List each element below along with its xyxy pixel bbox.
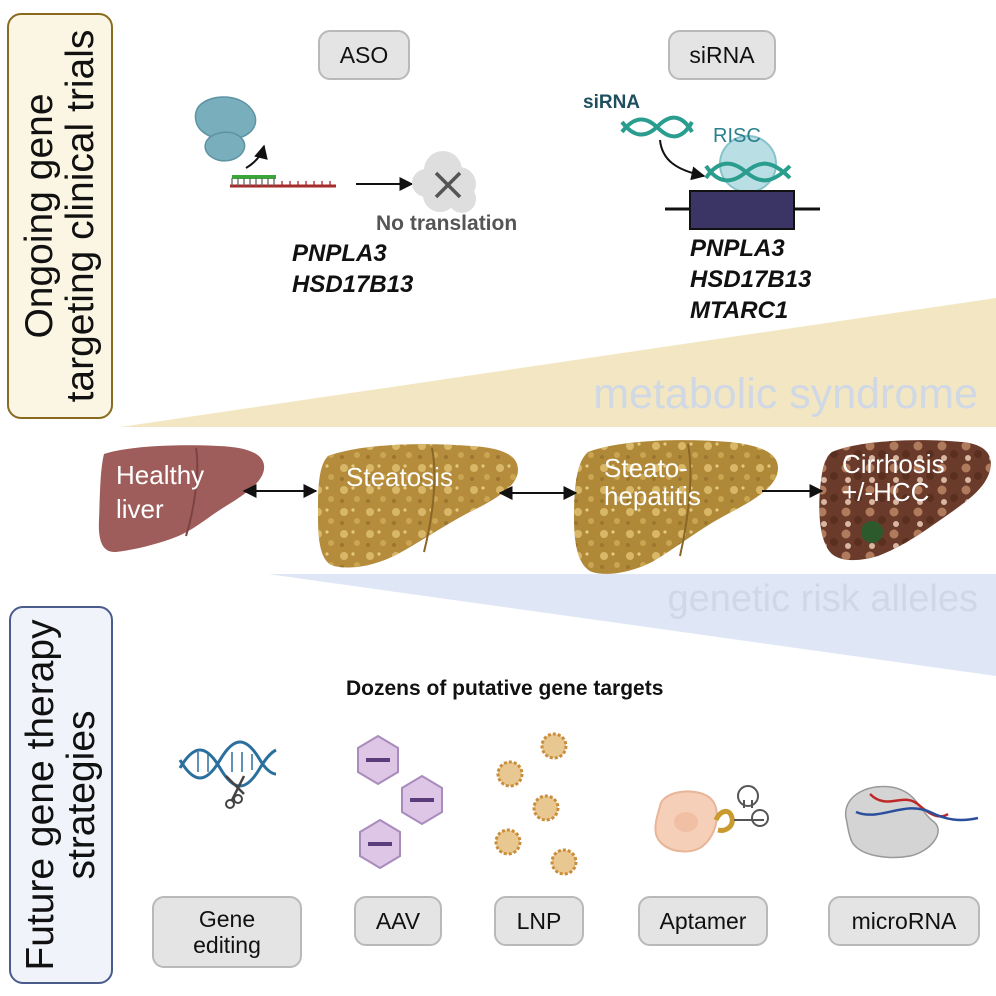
strategy-aptamer-pill: Aptamer — [638, 896, 768, 946]
sirna-strand-label: siRNA — [583, 92, 641, 113]
cirrhosis-liver-icon — [819, 440, 991, 561]
metabolic-syndrome-wedge — [120, 298, 996, 427]
sirna-pill: siRNA — [668, 30, 776, 80]
strategy-microrna-pill: microRNA — [828, 896, 980, 946]
strategy-gene-editing-pill: Gene editing — [152, 896, 302, 968]
stage-steatohepatitis-line1: Steato- — [604, 453, 688, 483]
sirna-strand-icon — [620, 115, 694, 139]
lipid-nanoparticle-icon — [494, 732, 578, 876]
stage-steatosis-line1: Steatosis — [346, 462, 453, 492]
healthy-liver-icon — [98, 445, 265, 553]
future-strategies-panel-label: Future gene therapy strategies — [9, 606, 113, 984]
stage-cirrhosis-line2: +/-HCC — [842, 477, 930, 507]
sirna-gene-mtarc1: MTARC1 — [690, 297, 789, 324]
aptamer-cell-icon — [654, 785, 769, 853]
target-mrna-icon — [665, 190, 820, 230]
mrna-aso-duplex-icon — [230, 175, 336, 188]
mirna-target-icon — [845, 785, 979, 859]
strategy-lnp-pill: LNP — [494, 896, 584, 946]
stage-cirrhosis-label: Cirrhosis +/-HCC — [842, 450, 945, 506]
future-strategies-panel-text: Future gene therapy strategies — [19, 619, 103, 971]
risc-label: RISC — [713, 125, 761, 147]
stage-healthy-liver-line2: liver — [116, 494, 164, 524]
future-heading: Dozens of putative gene targets — [346, 677, 664, 700]
blocked-translation-icon — [412, 151, 476, 213]
stage-steatosis-label: Steatosis — [346, 463, 453, 491]
steatosis-liver-icon — [318, 444, 518, 568]
steatohepatitis-liver-icon — [574, 440, 778, 574]
genetic-risk-wedge — [268, 574, 996, 676]
aso-gene-hsd17b13: HSD17B13 — [292, 271, 414, 298]
stage-steatohepatitis-label: Steato- hepatitis — [604, 454, 701, 510]
sirna-loading-arrow — [659, 139, 706, 181]
dna-scissors-icon — [178, 740, 277, 809]
strategy-aav-pill: AAV — [354, 896, 442, 946]
ribosome-icon — [194, 96, 257, 162]
ongoing-trials-panel-text: Ongoing gene targeting clinical trials — [18, 29, 102, 403]
stage-healthy-liver-label: Healthy liver — [116, 461, 204, 523]
no-translation-label: No translation — [376, 212, 518, 235]
aso-gene-pnpla3: PNPLA3 — [292, 240, 387, 267]
stage-healthy-liver-line1: Healthy — [116, 460, 205, 490]
aso-pill: ASO — [318, 30, 410, 80]
metabolic-syndrome-label: metabolic syndrome — [593, 370, 978, 418]
stage-steatohepatitis-line2: hepatitis — [604, 481, 701, 511]
ribosome-release-arrow — [245, 144, 268, 169]
genetic-risk-alleles-label: genetic risk alleles — [667, 578, 978, 620]
sirna-gene-pnpla3: PNPLA3 — [690, 235, 785, 262]
aav-capsid-icon — [357, 734, 443, 870]
sirna-gene-hsd17b13: HSD17B13 — [690, 266, 812, 293]
risc-complex-icon — [704, 135, 792, 193]
stage-cirrhosis-line1: Cirrhosis — [842, 449, 945, 479]
ongoing-trials-panel-label: Ongoing gene targeting clinical trials — [7, 13, 113, 419]
